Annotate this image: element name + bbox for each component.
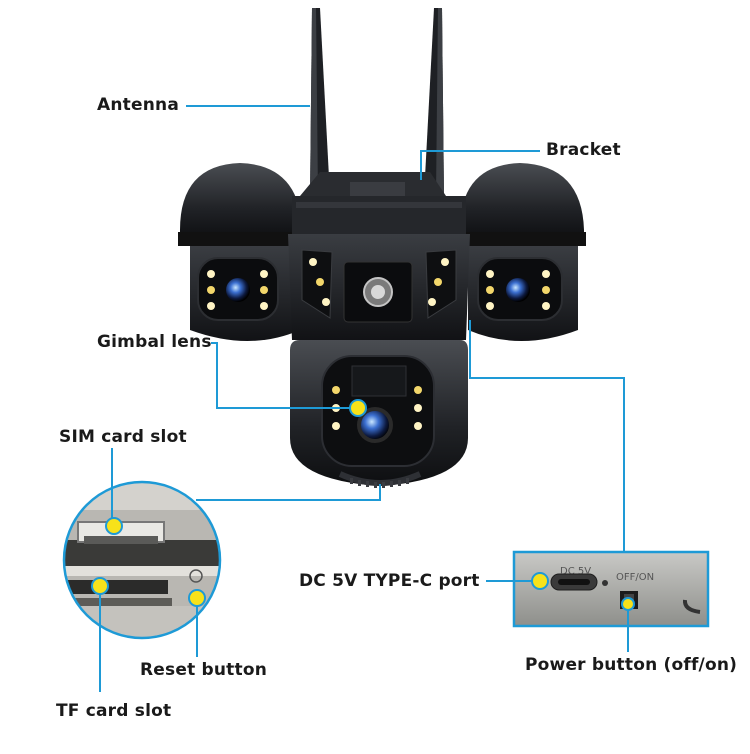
bracket (292, 172, 466, 234)
dc-marking: DC 5V (560, 566, 591, 577)
antenna-right (424, 8, 444, 196)
callout-lines (99, 105, 629, 692)
center-body (288, 234, 470, 340)
gimbal-marker (349, 399, 367, 417)
slot-detail-circle (62, 480, 222, 640)
dc-marker (531, 572, 549, 590)
sim-marker (105, 517, 123, 535)
antenna-left (310, 8, 330, 196)
power-marker (621, 597, 635, 611)
circle-to-camera-line (196, 484, 381, 501)
reset-marker (188, 589, 206, 607)
gimbal-unit (290, 340, 468, 488)
bracket-callout-line (420, 150, 540, 180)
switch-marking: OFF/ON (616, 572, 654, 583)
panel-to-camera-line (469, 320, 625, 552)
tf-marker (91, 577, 109, 595)
gimbal-callout-line (211, 342, 358, 409)
reset-button-label: Reset button (140, 660, 268, 680)
left-camera-unit (178, 163, 306, 341)
marker-dots (91, 399, 635, 611)
dc-port-label: DC 5V TYPE-C port (299, 571, 480, 591)
gimbal-lens-label: Gimbal lens (97, 332, 212, 352)
tf-card-slot-label: TF card slot (56, 701, 172, 721)
power-button-label: Power button (off/on) (525, 655, 738, 675)
port-panel: DC 5V OFF/ON (512, 550, 710, 628)
antenna-label: Antenna (97, 95, 179, 115)
sim-card-slot-label: SIM card slot (59, 427, 187, 447)
bracket-label: Bracket (546, 140, 621, 160)
right-camera-unit (456, 163, 586, 341)
